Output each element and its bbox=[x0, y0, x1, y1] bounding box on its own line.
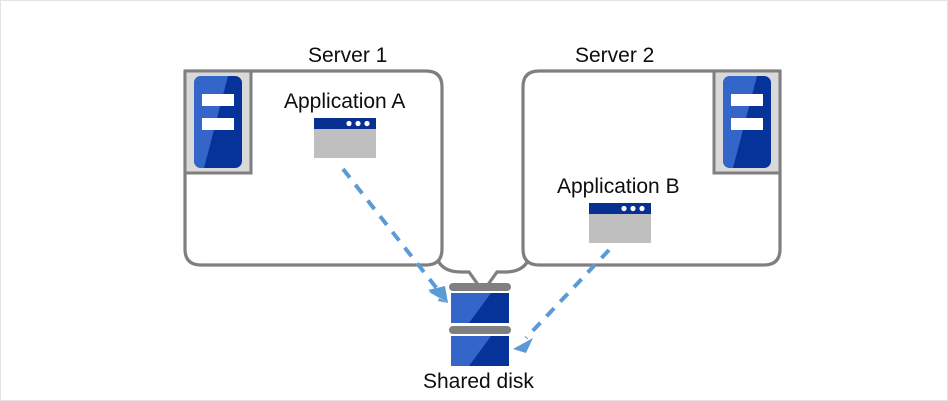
server-2-machine-icon bbox=[712, 69, 782, 175]
application-b-label: Application B bbox=[557, 175, 680, 198]
dataflow-arrow-app-b bbox=[513, 248, 611, 353]
disk-bar-1 bbox=[449, 283, 511, 291]
disk-body-2 bbox=[451, 336, 509, 366]
dataflow-arrow-app-a bbox=[341, 167, 448, 303]
disk-bar-2 bbox=[449, 326, 511, 334]
application-a-window-icon bbox=[314, 118, 376, 158]
server-2-title: Server 2 bbox=[575, 44, 655, 67]
application-b-window-icon bbox=[589, 203, 651, 243]
shared-disk-label: Shared disk bbox=[423, 370, 534, 393]
window-dot-2 bbox=[630, 205, 636, 212]
disk-body-1 bbox=[451, 293, 509, 323]
window-dot-2 bbox=[355, 120, 361, 127]
shared-disk-icon[interactable] bbox=[449, 283, 511, 366]
server-1-machine-icon bbox=[183, 69, 253, 175]
window-dot-1 bbox=[346, 120, 352, 127]
application-a-label: Application A bbox=[284, 90, 406, 113]
window-dot-3 bbox=[364, 120, 370, 127]
window-dot-3 bbox=[639, 205, 645, 212]
server-1-title: Server 1 bbox=[308, 44, 388, 67]
window-dot-1 bbox=[621, 205, 627, 212]
